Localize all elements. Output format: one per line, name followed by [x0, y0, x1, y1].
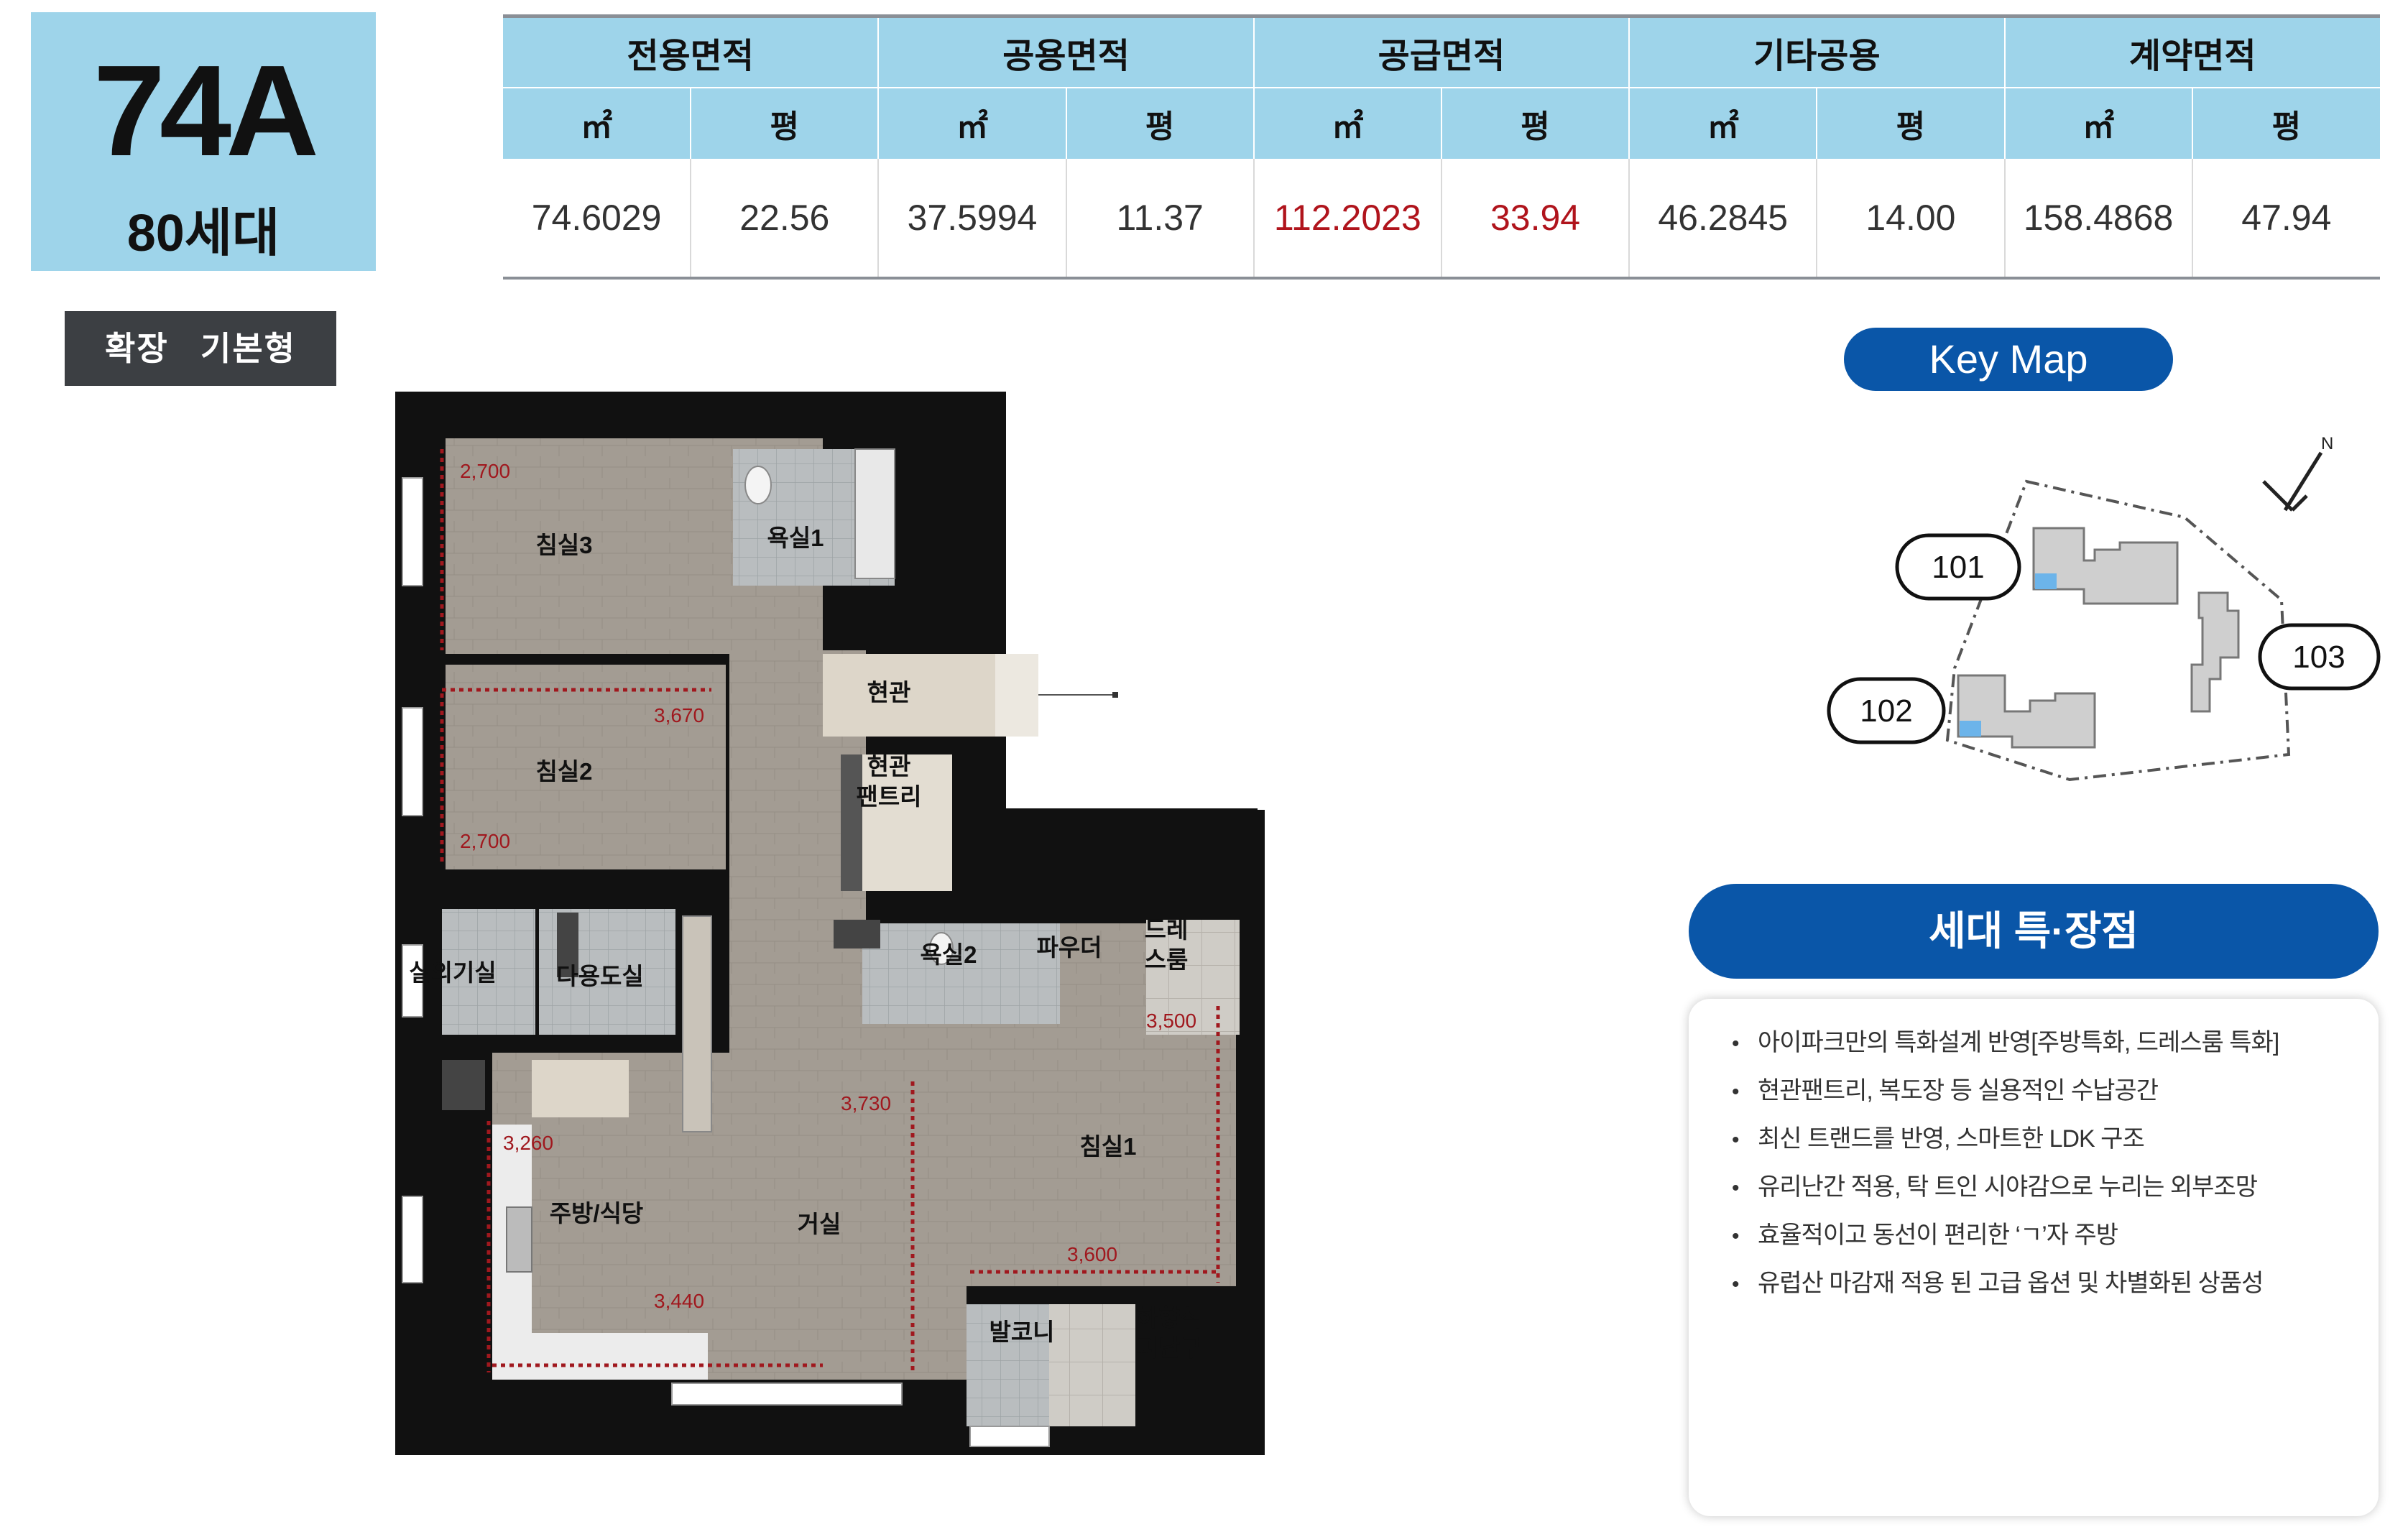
key-map: N 101 102 103: [1827, 434, 2381, 782]
unit-badge: 74A 80세대: [31, 12, 376, 271]
value-other-m2: 46.2845: [1629, 159, 1818, 280]
list-item: •아이파크만의 특화설계 반영[주방특화, 드레스룸 특화]: [1732, 1019, 2379, 1067]
unit-m2: ㎡: [1629, 88, 1818, 159]
building-103-label: 103: [2292, 640, 2345, 675]
plan-type-label: 확장 기본형: [65, 311, 336, 386]
value-contract-pyeong: 47.94: [2192, 159, 2380, 280]
col-contract-area: 계약면적: [2004, 14, 2380, 88]
room-bedroom3: 침실3: [535, 532, 592, 558]
dim-bedroom2-width: 3,670: [654, 704, 704, 726]
dim-bedroom1-width: 3,600: [1067, 1243, 1117, 1265]
features-list: •아이파크만의 특화설계 반영[주방특화, 드레스룸 특화] •현관팬트리, 복…: [1689, 999, 2379, 1308]
value-exclusive-pyeong: 22.56: [691, 159, 880, 280]
north-icon: N: [2321, 434, 2333, 453]
bullet-icon: •: [1732, 1224, 1740, 1248]
dim-bedroom2-depth: 2,700: [460, 830, 510, 852]
value-exclusive-m2: 74.6029: [503, 159, 692, 280]
bullet-icon: •: [1732, 1176, 1740, 1200]
unit-pyeong: 평: [2192, 88, 2380, 159]
building-101-shape: [2032, 527, 2179, 605]
value-common-m2: 37.5994: [878, 159, 1067, 280]
list-item: •유리난간 적용, 탁 트인 시야감으로 누리는 외부조망: [1732, 1163, 2379, 1211]
features-title: 세대 특·장점: [1689, 884, 2379, 979]
dim-kitchen-depth: 3,260: [503, 1132, 553, 1154]
room-escape-line2: 피난구: [1136, 1334, 1201, 1361]
col-common-area: 공용면적: [878, 14, 1255, 88]
room-entrance-pantry-line2: 팬트리: [856, 783, 921, 810]
unit-pyeong: 평: [1066, 88, 1255, 159]
room-bedroom1: 침실1: [1079, 1133, 1136, 1160]
value-common-pyeong: 11.37: [1066, 159, 1255, 280]
room-bath2: 욕실2: [920, 941, 977, 968]
unit-m2: ㎡: [1253, 88, 1442, 159]
bullet-icon: •: [1732, 1128, 1740, 1152]
room-kitchen: 주방/식당: [550, 1200, 644, 1227]
area-table: 전용면적 공용면적 공급면적 기타공용 계약면적 ㎡ 평 ㎡ 평 ㎡ 평 ㎡ 평…: [503, 14, 2380, 280]
building-103-shape: [2190, 591, 2240, 713]
list-item: •유럽산 마감재 적용 된 고급 옵션 및 차별화된 상품성: [1732, 1260, 2379, 1308]
bullet-icon: •: [1732, 1273, 1740, 1296]
dim-bedroom3-depth: 2,700: [460, 460, 510, 482]
unit-pyeong: 평: [1817, 88, 2006, 159]
building-102-shape: [1957, 674, 2096, 749]
unit-m2: ㎡: [878, 88, 1067, 159]
room-entrance-pantry-line1: 현관: [867, 753, 911, 780]
room-bath1: 욕실1: [767, 525, 824, 551]
bullet-icon: •: [1732, 1032, 1740, 1056]
dim-kitchen-width: 3,440: [654, 1290, 704, 1312]
col-supply-area: 공급면적: [1253, 14, 1630, 88]
value-contract-m2: 158.4868: [2004, 159, 2193, 280]
building-102-label: 102: [1860, 693, 1912, 729]
room-outdoor-unit: 실외기실: [409, 959, 496, 986]
room-dressroom-line2: 스룸: [1145, 946, 1189, 973]
unit-m2: ㎡: [503, 88, 692, 159]
building-101-label: 101: [1932, 550, 1984, 585]
features-box: •아이파크만의 특화설계 반영[주방특화, 드레스룸 특화] •현관팬트리, 복…: [1689, 999, 2379, 1516]
value-other-pyeong: 14.00: [1817, 159, 2006, 280]
dim-bedroom1-depth: 3,500: [1146, 1010, 1196, 1032]
room-powder: 파우더: [1036, 934, 1102, 961]
room-entrance: 현관: [867, 679, 911, 706]
value-supply-m2: 112.2023: [1253, 159, 1442, 280]
list-item: •현관팬트리, 복도장 등 실용적인 수납공간: [1732, 1067, 2379, 1115]
dim-living-depth: 3,730: [841, 1092, 891, 1114]
room-balcony: 발코니: [989, 1319, 1054, 1345]
room-dressroom-line1: 드레: [1145, 916, 1189, 943]
keymap-title: Key Map: [1844, 328, 2173, 391]
unit-m2: ㎡: [2004, 88, 2193, 159]
floor-plan: 침실3 욕실1 현관 침실2 현관 팬트리 실외기실 다용도실 욕실2 파우더 …: [395, 392, 1265, 1455]
unit-type: 74A: [93, 39, 319, 183]
unit-pyeong: 평: [691, 88, 880, 159]
room-escape-line1: 하향식: [1136, 1304, 1201, 1331]
room-living: 거실: [798, 1211, 841, 1237]
unit-households: 80세대: [126, 205, 280, 262]
list-item: •효율적이고 동선이 편리한 ‘ㄱ’자 주방: [1732, 1211, 2379, 1260]
col-exclusive-area: 전용면적: [503, 14, 880, 88]
list-item: •최신 트랜드를 반영, 스마트한 LDK 구조: [1732, 1115, 2379, 1163]
room-bedroom2: 침실2: [535, 758, 592, 785]
value-supply-pyeong: 33.94: [1441, 159, 1630, 280]
room-utility: 다용도실: [556, 963, 643, 989]
unit-pyeong: 평: [1441, 88, 1630, 159]
bullet-icon: •: [1732, 1080, 1740, 1104]
col-other-common: 기타공용: [1629, 14, 2006, 88]
